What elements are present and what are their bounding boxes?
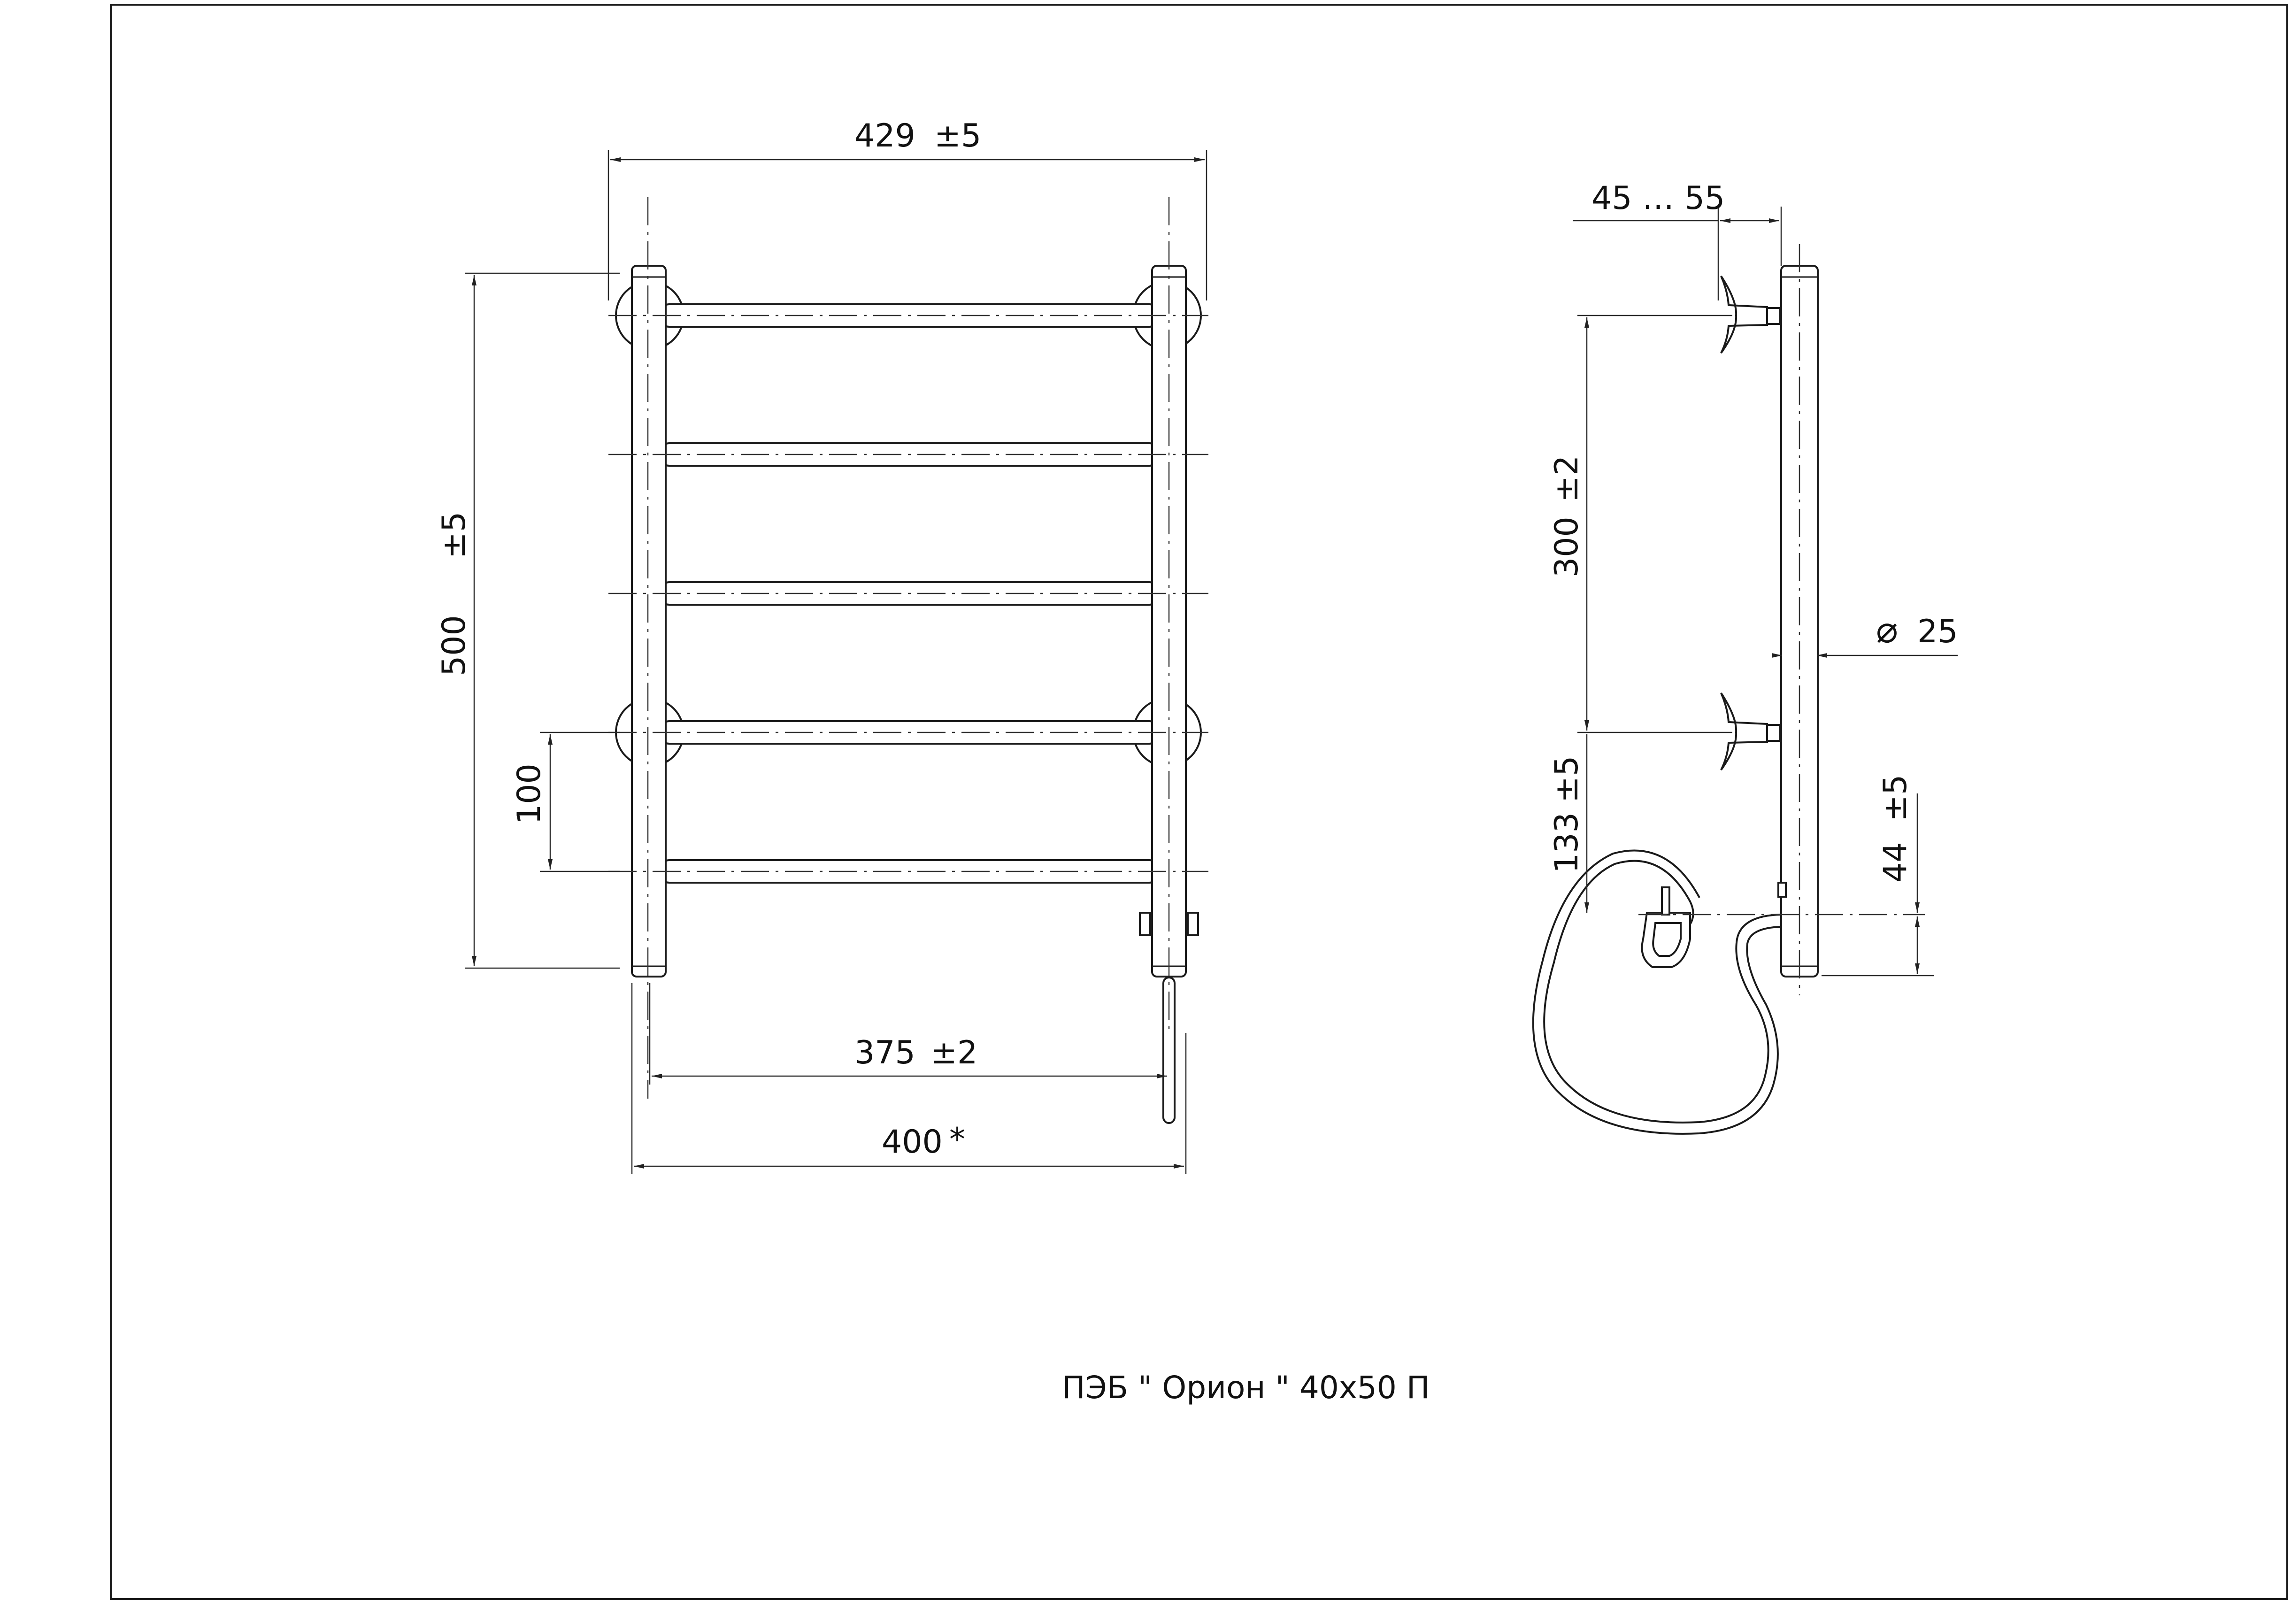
dim-overall-height-value: 500 — [436, 615, 473, 676]
dim-overall-width: 429 ±5 — [607, 117, 1207, 300]
dim-rung-pitch-value: 100 — [511, 763, 548, 824]
side-view: 45 … 55 300 ±2 ⌀ 25 133 ±5 — [1532, 180, 1958, 1135]
dim-heater-height-tol: ±5 — [1548, 756, 1585, 803]
dim-overall-width-value: 429 — [854, 117, 915, 154]
wall-mount-discs — [615, 281, 1202, 767]
upper-wall-bracket — [1720, 275, 1781, 354]
sheet-border — [110, 4, 2288, 1600]
dim-centers-width-value: 375 — [854, 1034, 915, 1071]
dim-outlet-height: 44 ±5 — [1822, 775, 1934, 977]
heater-cable — [1532, 849, 1787, 1135]
side-center-lines — [1638, 244, 1925, 995]
lower-wall-bracket — [1720, 692, 1781, 771]
front-center-lines — [608, 197, 1208, 1099]
dim-mount-spacing-value: 300 — [1548, 516, 1585, 577]
dim-overall-height: 500 ±5 — [436, 272, 620, 969]
diameter-symbol: ⌀ — [1876, 609, 1898, 651]
dim-tube-diameter-value: 25 — [1917, 613, 1958, 650]
dim-wall-offset-value: 45 … 55 — [1591, 180, 1725, 217]
dim-outlet-height-value: 44 — [1877, 842, 1914, 883]
drawing-title: ПЭБ " Орион " 40х50 П — [1062, 1370, 1430, 1406]
dim-overall-height-tol: ±5 — [436, 512, 473, 559]
dim-mount-width-value: 400 — [882, 1124, 943, 1161]
dim-outlet-height-tol: ±5 — [1877, 775, 1914, 822]
dim-heater-height-value: 133 — [1548, 812, 1585, 873]
dim-overall-width-tol: ±5 — [934, 117, 981, 154]
heating-element — [1139, 912, 1199, 1124]
dim-heater-height: 133 ±5 — [1548, 734, 1589, 913]
dim-mount-spacing: 300 ±2 — [1548, 315, 1732, 733]
dim-centers-width: 375 ±2 — [649, 983, 1167, 1085]
dim-mount-width-mark: * — [949, 1121, 965, 1158]
dim-wall-offset: 45 … 55 — [1573, 180, 1782, 300]
dim-centers-width-tol: ±2 — [930, 1034, 977, 1071]
dim-tube-diameter: ⌀ 25 — [1772, 609, 1958, 658]
left-vertical-tube — [631, 265, 667, 977]
dim-mount-spacing-tol: ±2 — [1548, 455, 1585, 502]
dim-mount-width: 400 * — [631, 983, 1187, 1174]
dim-rung-pitch: 100 — [511, 731, 620, 872]
front-view: 429 ±5 500 ±5 100 375 ±2 — [436, 117, 1208, 1174]
